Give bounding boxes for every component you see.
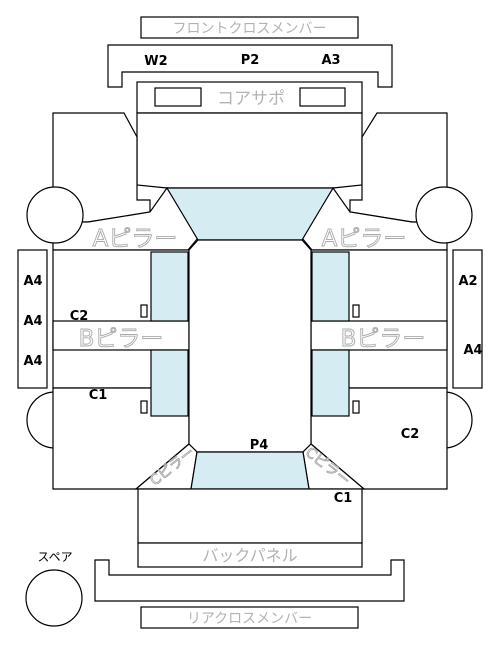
left-b-pillar-label: Bピラー — [79, 326, 164, 352]
front-bumper[interactable] — [107, 44, 393, 88]
front-a3-code: A3 — [321, 53, 340, 68]
front-left-wheel[interactable] — [26, 186, 84, 244]
rear-cross-member-label: リアクロスメンバー — [187, 611, 312, 627]
left-c2-code: C2 — [70, 309, 89, 324]
right-headlight[interactable] — [299, 87, 346, 107]
front-p2-code: P2 — [241, 53, 260, 68]
left-headlight[interactable] — [154, 87, 202, 107]
right-rear-window[interactable] — [311, 349, 350, 417]
left-step-a4-1: A4 — [23, 274, 42, 289]
right-step-a4: A4 — [463, 343, 482, 358]
front-right-wheel[interactable] — [415, 186, 473, 244]
back-panel[interactable] — [137, 542, 363, 568]
left-rear-door-handle[interactable] — [140, 400, 148, 414]
right-step-a2: A2 — [458, 274, 477, 289]
front-w2-code: W2 — [144, 54, 167, 69]
right-b-pillar[interactable] — [310, 320, 448, 351]
left-step-a4-2: A4 — [23, 314, 42, 329]
left-step-panel[interactable] — [17, 249, 48, 389]
left-step-a4-3: A4 — [23, 354, 42, 369]
right-a-pillar-label: Aピラー — [322, 226, 407, 252]
back-panel-label: バックパネル — [202, 546, 297, 565]
rear-window[interactable] — [190, 451, 310, 490]
spare-label: スペア — [37, 550, 72, 564]
right-c2-code: C2 — [401, 427, 420, 442]
right-front-door-handle[interactable] — [352, 304, 360, 318]
left-a-pillar-label: Aピラー — [93, 226, 178, 252]
roof[interactable] — [188, 239, 312, 453]
right-b-pillar-label: Bピラー — [341, 326, 426, 352]
right-step-panel[interactable] — [452, 249, 483, 389]
trunk-lid[interactable] — [137, 488, 363, 544]
front-cross-member-box[interactable] — [140, 16, 359, 39]
spare-tire[interactable] — [25, 569, 83, 627]
left-rear-window[interactable] — [150, 349, 189, 417]
rear-cross-member-box[interactable] — [140, 606, 359, 629]
rear-c1-code: C1 — [334, 491, 353, 506]
rear-p4-code: P4 — [250, 438, 269, 453]
left-front-window[interactable] — [150, 251, 189, 322]
rear-bumper[interactable] — [94, 559, 405, 602]
left-front-door-handle[interactable] — [140, 304, 148, 318]
left-c1-code: C1 — [89, 388, 108, 403]
front-cross-member-label: フロントクロスメンバー — [173, 21, 327, 37]
right-rear-door-handle[interactable] — [352, 400, 360, 414]
core-support-label: コアサポ — [217, 89, 285, 109]
right-front-window[interactable] — [311, 251, 350, 322]
hood[interactable] — [136, 112, 363, 189]
